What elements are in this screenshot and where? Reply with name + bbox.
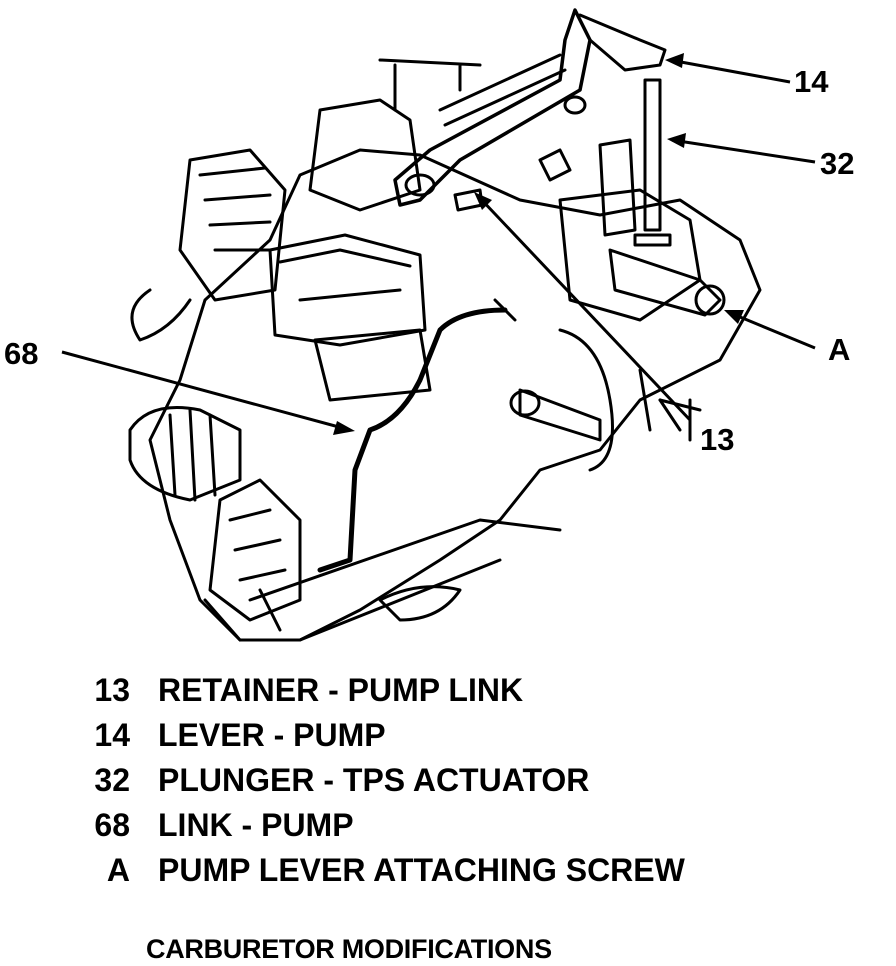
leader-14: [669, 58, 791, 84]
pump-lever: [393, 8, 592, 207]
arrowhead-14: [665, 53, 684, 68]
arrowhead-A: [724, 310, 744, 324]
lower-left-fitting: [128, 406, 242, 502]
legend-item: 13 RETAINER - PUMP LINK: [60, 668, 685, 713]
legend-number: A: [106, 852, 130, 888]
legend-number: 14: [94, 717, 130, 753]
arrowhead-13: [474, 192, 492, 210]
arrowhead-32: [667, 133, 686, 148]
legend-number: 32: [94, 762, 130, 798]
pump-link-rod: [317, 307, 508, 573]
legend-description: PUMP LEVER ATTACHING SCREW: [158, 852, 685, 888]
leader-13: [476, 194, 692, 422]
parts-legend: 13 RETAINER - PUMP LINK 14 LEVER - PUMP …: [60, 668, 685, 893]
legend-number: 68: [94, 807, 130, 843]
figure-caption: CARBURETOR MODIFICATIONS: [146, 934, 552, 964]
legend-description: LEVER - PUMP: [158, 717, 386, 753]
carburetor-illustration: 14 32 68 A 13: [4, 8, 855, 642]
callout-68: 68: [4, 336, 39, 371]
legend-number: 13: [94, 672, 130, 708]
callout-13: 13: [700, 422, 735, 457]
callout-14: 14: [794, 64, 829, 99]
leader-68: [61, 350, 351, 432]
carburetor-line-art: [61, 8, 816, 642]
leader-32: [671, 138, 816, 164]
legend-item: 32 PLUNGER - TPS ACTUATOR: [60, 758, 685, 803]
upper-housing: [308, 98, 422, 212]
leader-A: [727, 310, 816, 350]
legend-description: LINK - PUMP: [158, 807, 354, 843]
housing-block: [268, 233, 427, 347]
arrowhead-68: [333, 421, 355, 435]
callout-A: A: [828, 332, 851, 367]
legend-description: PLUNGER - TPS ACTUATOR: [158, 762, 590, 798]
carburetor-body-outline: [148, 148, 762, 642]
left-fitting: [178, 148, 287, 302]
legend-item: 14 LEVER - PUMP: [60, 713, 685, 758]
legend-item: A PUMP LEVER ATTACHING SCREW: [60, 848, 685, 893]
callout-32: 32: [820, 146, 855, 181]
legend-description: RETAINER - PUMP LINK: [158, 672, 524, 708]
screw-A: [608, 248, 722, 317]
tps-plunger: [643, 78, 662, 232]
legend-item: 68 LINK - PUMP: [60, 803, 685, 848]
